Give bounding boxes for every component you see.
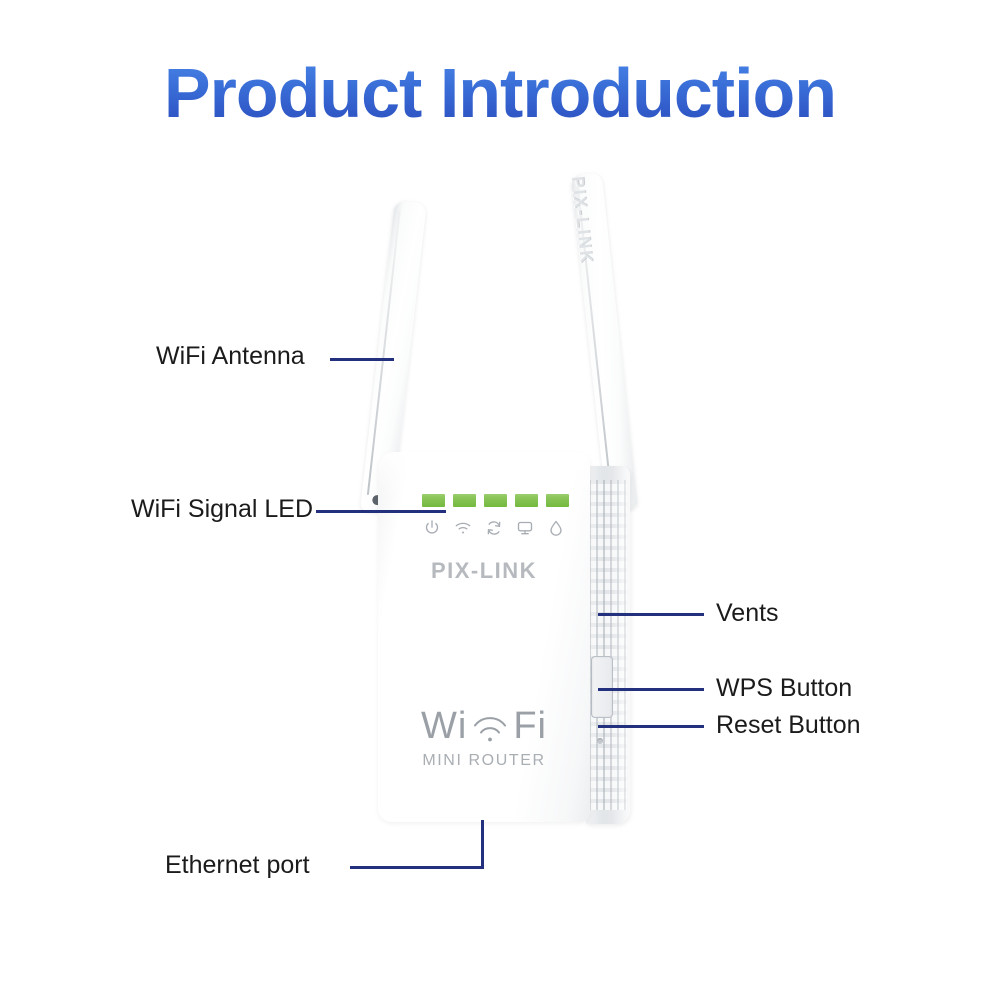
leader-line-wifi-antenna: [330, 358, 394, 361]
leader-line-wifi-signal-led: [316, 510, 446, 513]
leader-line-wps-button: [598, 688, 704, 691]
wifi-led: [453, 494, 476, 507]
monitor-icon: [515, 518, 537, 538]
label-reset-button: Reset Button: [716, 711, 861, 739]
wifi-icon: [453, 518, 475, 538]
page-title: Product Introduction: [0, 55, 1000, 132]
led-indicator-row: [422, 494, 569, 510]
wps-led: [546, 494, 569, 507]
leader-line-vents: [598, 613, 704, 616]
wifi-logo-left: Wi: [421, 705, 468, 747]
label-wps-button: WPS Button: [716, 674, 853, 702]
wifi-logo-right: Fi: [513, 705, 547, 747]
leader-line-ethernet-port-vertical: [481, 820, 484, 869]
label-wifi-signal-led: WiFi Signal LED: [131, 495, 313, 523]
router-side-panel: [586, 466, 630, 824]
leader-line-ethernet-port-horizontal: [350, 866, 484, 869]
led-icon-row: [422, 518, 562, 540]
router-body: PIX-LINK Wi Fi MINI ROUTER: [378, 452, 590, 822]
power-icon: [422, 518, 444, 538]
antenna-brand-text: PIX-LINK: [567, 175, 596, 266]
wps-button[interactable]: [591, 656, 613, 718]
reset-button[interactable]: [597, 738, 603, 744]
wifi-logo-subtitle: MINI ROUTER: [422, 752, 546, 769]
wifi-arc-icon: [469, 712, 511, 746]
lan-led: [515, 494, 538, 507]
label-ethernet-port: Ethernet port: [165, 851, 310, 879]
power-led: [422, 494, 445, 507]
brand-logo-text: PIX-LINK: [430, 558, 538, 583]
label-vents: Vents: [716, 599, 779, 627]
label-wifi-antenna: WiFi Antenna: [156, 342, 305, 370]
repeat-led: [484, 494, 507, 507]
wps-icon: [546, 518, 568, 538]
repeat-icon: [484, 518, 506, 538]
leader-line-reset-button: [598, 725, 704, 728]
wifi-logo: Wi Fi MINI ROUTER: [378, 707, 590, 769]
vents-shading: [586, 466, 630, 824]
